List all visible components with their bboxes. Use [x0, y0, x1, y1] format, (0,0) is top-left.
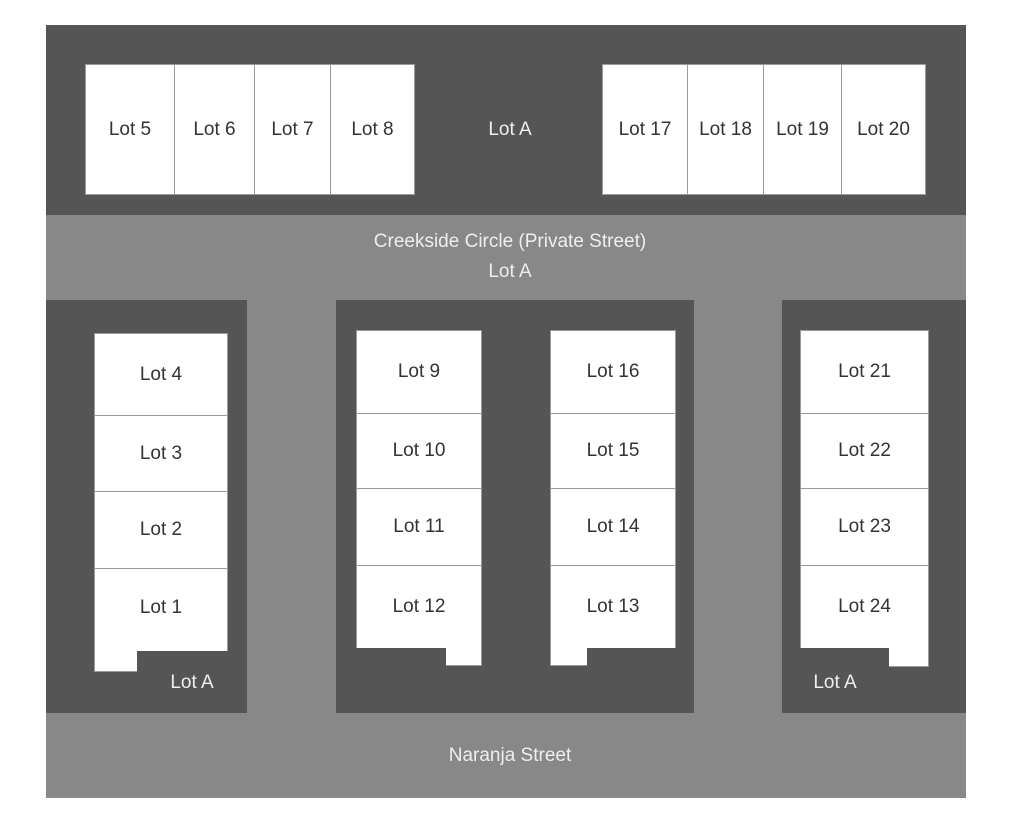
lot-5[interactable]: Lot 5 — [85, 64, 175, 195]
lot-13-notch — [587, 648, 677, 668]
lot-22[interactable]: Lot 22 — [800, 413, 929, 489]
lot-4[interactable]: Lot 4 — [94, 333, 228, 416]
street-name-label: Creekside Circle (Private Street) — [373, 231, 647, 252]
lot-1-notch — [137, 651, 229, 673]
lot-18[interactable]: Lot 18 — [687, 64, 764, 195]
lot-8[interactable]: Lot 8 — [330, 64, 415, 195]
lot-9[interactable]: Lot 9 — [356, 330, 482, 414]
lot-15[interactable]: Lot 15 — [550, 413, 676, 489]
lot-2[interactable]: Lot 2 — [94, 491, 228, 569]
lot-3[interactable]: Lot 3 — [94, 415, 228, 492]
top-parcel-label: Lot A — [488, 119, 532, 140]
lot-11[interactable]: Lot 11 — [356, 488, 482, 566]
lot-16[interactable]: Lot 16 — [550, 330, 676, 414]
lot-20[interactable]: Lot 20 — [841, 64, 926, 195]
naranja-street-label: Naranja Street — [448, 745, 572, 766]
lot-19[interactable]: Lot 19 — [763, 64, 842, 195]
lot-24-notch — [799, 648, 889, 668]
lot-10[interactable]: Lot 10 — [356, 413, 482, 489]
lot-21[interactable]: Lot 21 — [800, 330, 929, 414]
lot-14[interactable]: Lot 14 — [550, 488, 676, 566]
street-parcel-label: Lot A — [488, 261, 532, 282]
lot-12-notch — [355, 648, 446, 668]
lot-23[interactable]: Lot 23 — [800, 488, 929, 566]
right-parcel-label: Lot A — [813, 672, 857, 693]
left-parcel-label: Lot A — [170, 672, 214, 693]
lot-6[interactable]: Lot 6 — [174, 64, 255, 195]
lot-17[interactable]: Lot 17 — [602, 64, 688, 195]
lot-7[interactable]: Lot 7 — [254, 64, 331, 195]
